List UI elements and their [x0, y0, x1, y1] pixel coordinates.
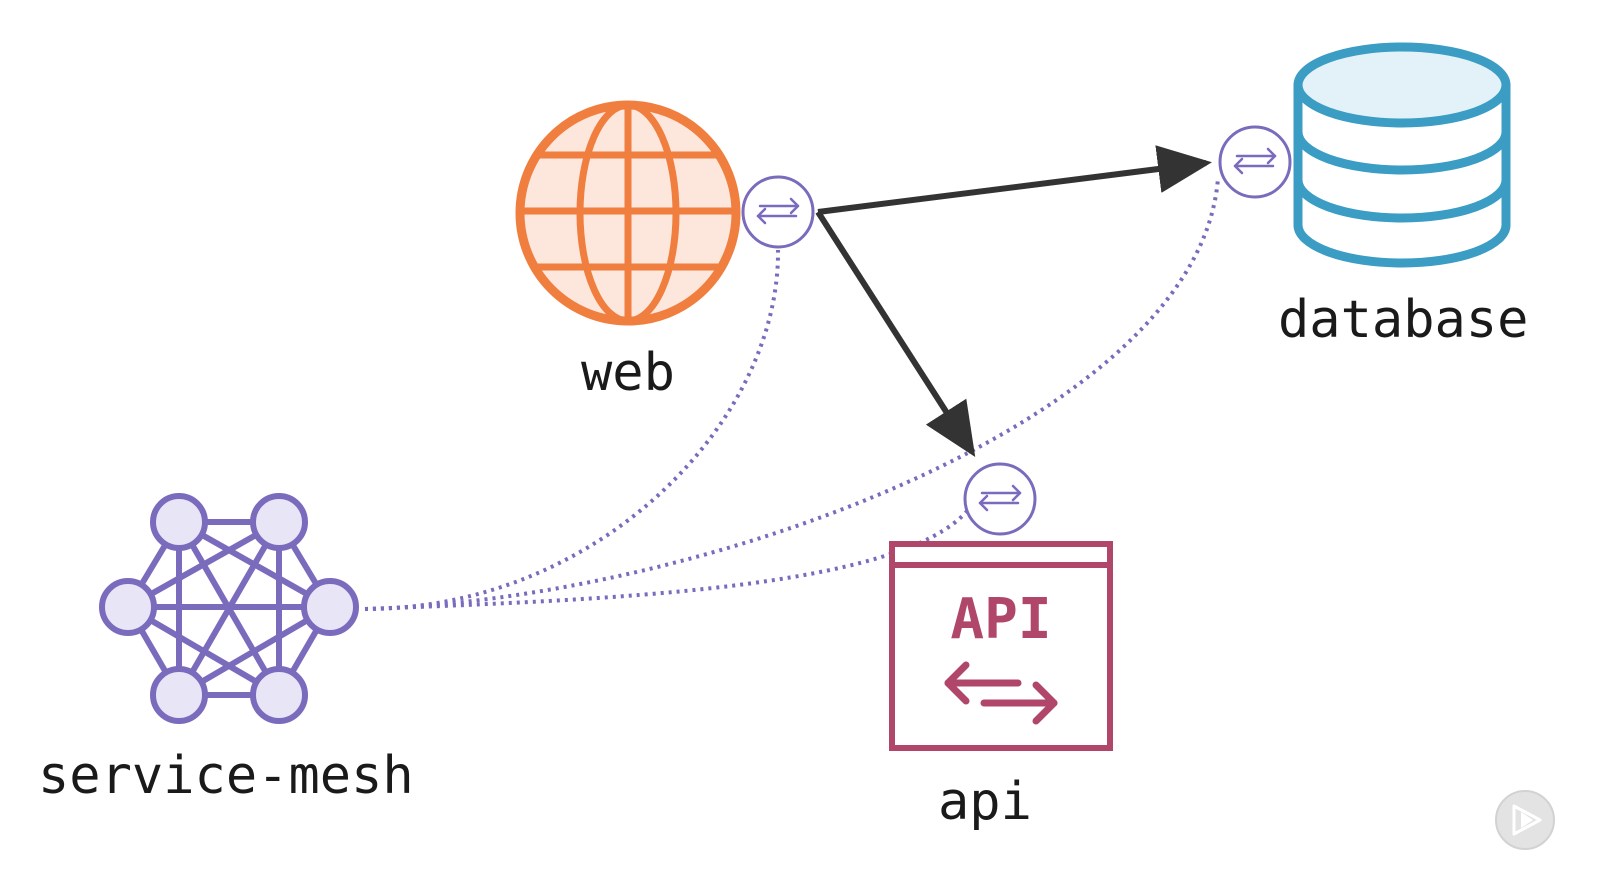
- sidecar-database: [1218, 125, 1292, 199]
- mesh-link-database: [364, 177, 1220, 611]
- play-icon[interactable]: [1495, 790, 1555, 850]
- swap-arrows-graphic: [944, 661, 1058, 725]
- mesh-network-icon: [99, 493, 359, 724]
- traffic-arrows: [815, 145, 1212, 458]
- database-label: database: [1278, 290, 1529, 350]
- arrow-web-to-api: [815, 210, 976, 458]
- mesh-link-api: [364, 508, 970, 611]
- api-window-icon: API: [889, 541, 1113, 751]
- arrow-web-to-database: [817, 145, 1212, 215]
- globe-icon: [515, 100, 741, 326]
- service-mesh-label: service-mesh: [38, 746, 414, 806]
- api-badge-text: API: [950, 587, 1051, 652]
- database-icon: [1293, 42, 1511, 268]
- sidecar-web: [741, 175, 815, 249]
- sidecar-api: [963, 462, 1037, 536]
- web-label: web: [581, 343, 675, 403]
- api-label: api: [938, 772, 1032, 832]
- mesh-connections: [364, 177, 1220, 611]
- mesh-link-web: [364, 249, 781, 611]
